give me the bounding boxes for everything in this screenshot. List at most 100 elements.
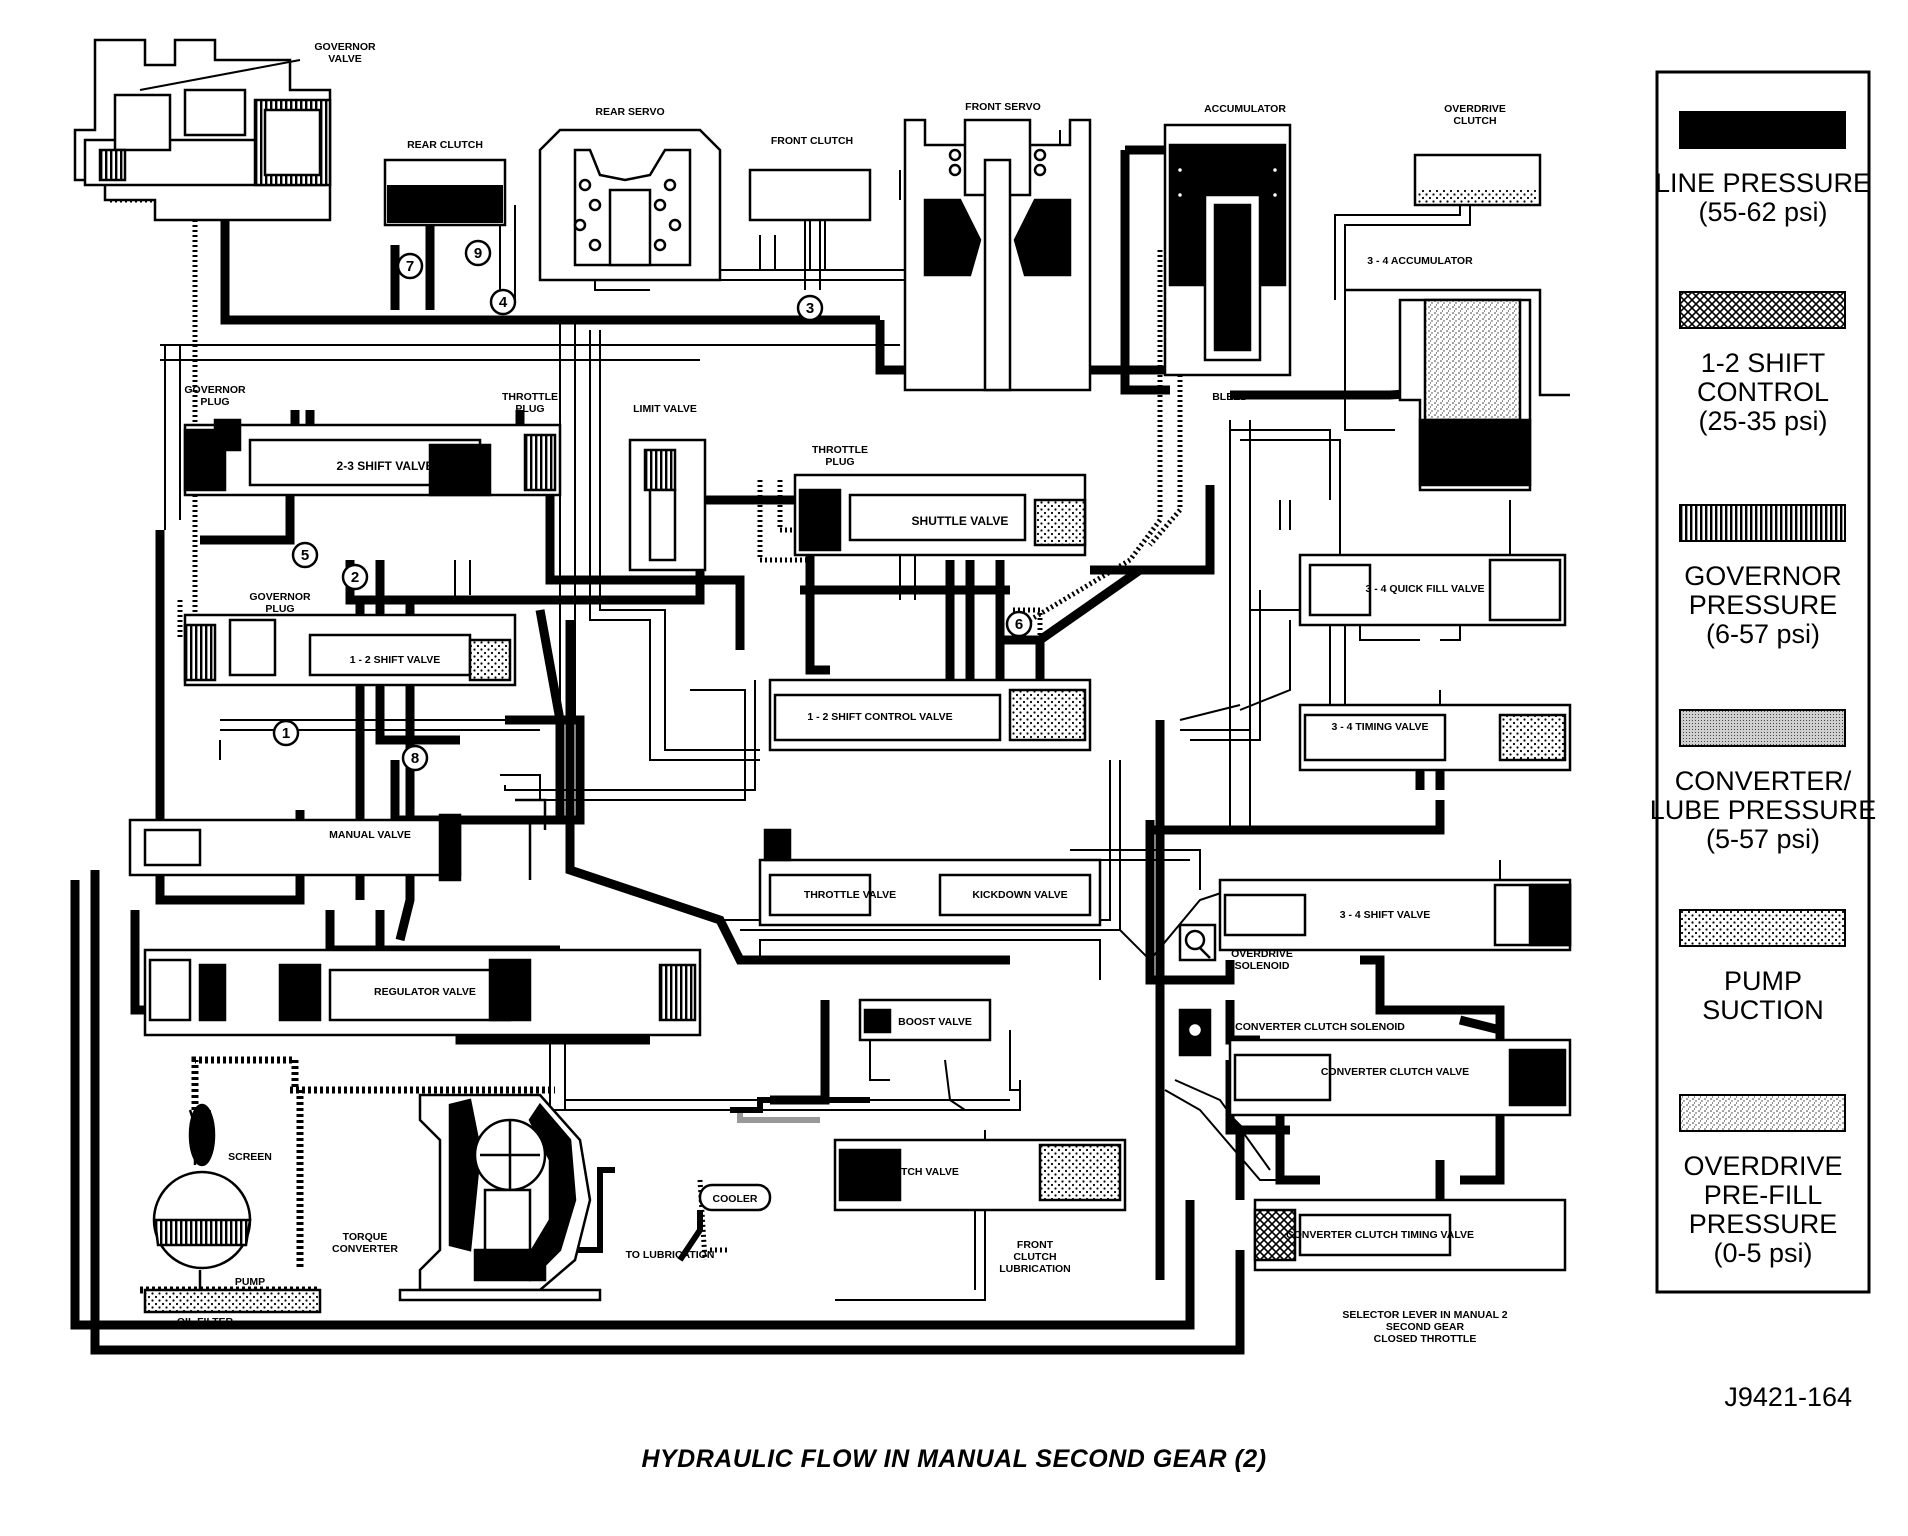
oil-pan-assembly xyxy=(143,1103,322,1314)
regulator-valve-label: REGULATOR VALVE xyxy=(374,986,476,998)
check-ball-label-5: 5 xyxy=(301,547,309,564)
accumulator-label: ACCUMULATOR xyxy=(1204,103,1286,115)
legend-swatch-solid xyxy=(1679,111,1846,149)
selector-note-line2: SECOND GEAR xyxy=(1386,1321,1465,1333)
screen-label: SCREEN xyxy=(228,1151,272,1163)
cooler-label: COOLER xyxy=(713,1193,758,1205)
regulator-valve xyxy=(143,948,702,1037)
check-ball-9 xyxy=(464,239,492,267)
legend-swatch-cross xyxy=(1679,291,1846,329)
governor-valve-line2: VALVE xyxy=(328,53,361,65)
legend-swatch-fine xyxy=(1679,709,1846,747)
front-clutch-label: FRONT CLUTCH xyxy=(771,135,853,147)
check-ball-5 xyxy=(291,541,319,569)
check-ball-label-7: 7 xyxy=(406,258,414,275)
converter-clutch-timing-valve xyxy=(1253,1198,1567,1272)
governor-plug-lower-line1: GOVERNOR xyxy=(249,591,311,603)
rear-servo-label: REAR SERVO xyxy=(595,106,664,118)
shift-valve-1-2 xyxy=(183,613,517,687)
manual-valve xyxy=(128,798,547,882)
check-ball-1 xyxy=(272,719,300,747)
check-ball-7 xyxy=(396,252,424,280)
limit-valve-label: LIMIT VALVE xyxy=(633,403,697,415)
torque-converter-line1: TORQUE xyxy=(343,1231,388,1243)
kickdown-valve-label: KICKDOWN VALVE xyxy=(972,889,1067,901)
shift-valve-2-3-label: 2-3 SHIFT VALVE xyxy=(337,459,434,473)
accumulator-3-4-label: 3 - 4 ACCUMULATOR xyxy=(1367,255,1473,267)
shift-control-valve-1-2-label: 1 - 2 SHIFT CONTROL VALVE xyxy=(807,711,952,723)
rear-clutch-label: REAR CLUTCH xyxy=(407,139,483,151)
converter-lube-passages xyxy=(560,1097,870,1253)
check-ball-2 xyxy=(341,563,369,591)
front-clutch-lubrication-line1: FRONT xyxy=(1017,1239,1054,1251)
overdrive-solenoid-line2: SOLENOID xyxy=(1235,960,1290,972)
accumulator-3-4 xyxy=(1345,288,1570,492)
oil-filter-label: OIL FILTER xyxy=(177,1316,234,1328)
figure-caption: HYDRAULIC FLOW IN MANUAL SECOND GEAR (2) xyxy=(641,1445,1267,1473)
torque-converter-line2: CONVERTER xyxy=(332,1243,398,1255)
boost-valve xyxy=(858,998,992,1042)
check-ball-label-4: 4 xyxy=(499,294,508,311)
front-clutch-lubrication-line2: CLUTCH xyxy=(1013,1251,1056,1263)
overdrive-clutch xyxy=(1413,153,1542,207)
quick-fill-valve-label: 3 - 4 QUICK FILL VALVE xyxy=(1365,583,1484,595)
legend-swatch-speck xyxy=(1679,1094,1846,1132)
limit-valve xyxy=(628,438,707,572)
front-servo-label: FRONT SERVO xyxy=(965,101,1041,113)
timing-valve-3-4-label: 3 - 4 TIMING VALVE xyxy=(1331,721,1428,733)
pump-label: PUMP xyxy=(235,1276,265,1288)
shift-valve-2-3 xyxy=(183,418,562,497)
bleed-label: BLEED xyxy=(1212,391,1248,403)
timing-valve-3-4 xyxy=(1298,703,1572,772)
governor-plug-upper-line1: GOVERNOR xyxy=(184,384,246,396)
cooler xyxy=(677,1183,772,1262)
front-servo xyxy=(903,118,1092,392)
check-ball-3 xyxy=(796,294,824,322)
throttle-valve-label: THROTTLE VALVE xyxy=(804,889,896,901)
check-ball-label-1: 1 xyxy=(282,725,290,742)
manual-valve-label: MANUAL VALVE xyxy=(329,829,411,841)
shift-valve-3-4-label: 3 - 4 SHIFT VALVE xyxy=(1340,909,1431,921)
converter-clutch-timing-valve-label: CONVERTER CLUTCH TIMING VALVE xyxy=(1286,1229,1474,1241)
legend-label-fine: CONVERTER/LUBE PRESSURE(5-57 psi) xyxy=(1650,766,1877,854)
throttle-plug-upper-line2: PLUG xyxy=(515,403,544,415)
legend-label-solid: LINE PRESSURE(55-62 psi) xyxy=(1655,168,1871,227)
rear-clutch xyxy=(383,158,507,227)
overdrive-clutch-line2: CLUTCH xyxy=(1453,115,1496,127)
torque-converter xyxy=(398,1093,602,1302)
governor-plug-upper-line2: PLUG xyxy=(200,396,229,408)
front-clutch xyxy=(748,168,872,290)
legend-swatch-vlines xyxy=(1679,504,1846,542)
governor-valve-line1: GOVERNOR xyxy=(314,41,376,53)
check-ball-label-3: 3 xyxy=(806,300,814,317)
overdrive-solenoid xyxy=(1178,923,1217,962)
selector-note-line3: CLOSED THROTTLE xyxy=(1374,1333,1477,1345)
check-ball-label-8: 8 xyxy=(411,750,419,767)
quick-fill-valve xyxy=(1298,553,1567,627)
accumulator xyxy=(1163,123,1292,377)
governor-valve-assembly xyxy=(73,38,332,222)
switch-valve xyxy=(833,1138,1127,1212)
legend-frame xyxy=(1655,70,1871,1294)
check-ball-label-6: 6 xyxy=(1015,616,1023,633)
figure-id: J9421-164 xyxy=(1724,1382,1852,1412)
legend-swatch-dots xyxy=(1679,909,1846,947)
check-ball-label-9: 9 xyxy=(474,245,482,262)
throttle-plug-mid-line1: THROTTLE xyxy=(812,444,868,456)
throttle-plug-mid-line2: PLUG xyxy=(825,456,854,468)
overdrive-clutch-line1: OVERDRIVE xyxy=(1444,103,1506,115)
boost-valve-label: BOOST VALVE xyxy=(898,1016,972,1028)
selector-note-line1: SELECTOR LEVER IN MANUAL 2 xyxy=(1342,1309,1507,1321)
converter-clutch-valve-label: CONVERTER CLUTCH VALVE xyxy=(1321,1066,1469,1078)
